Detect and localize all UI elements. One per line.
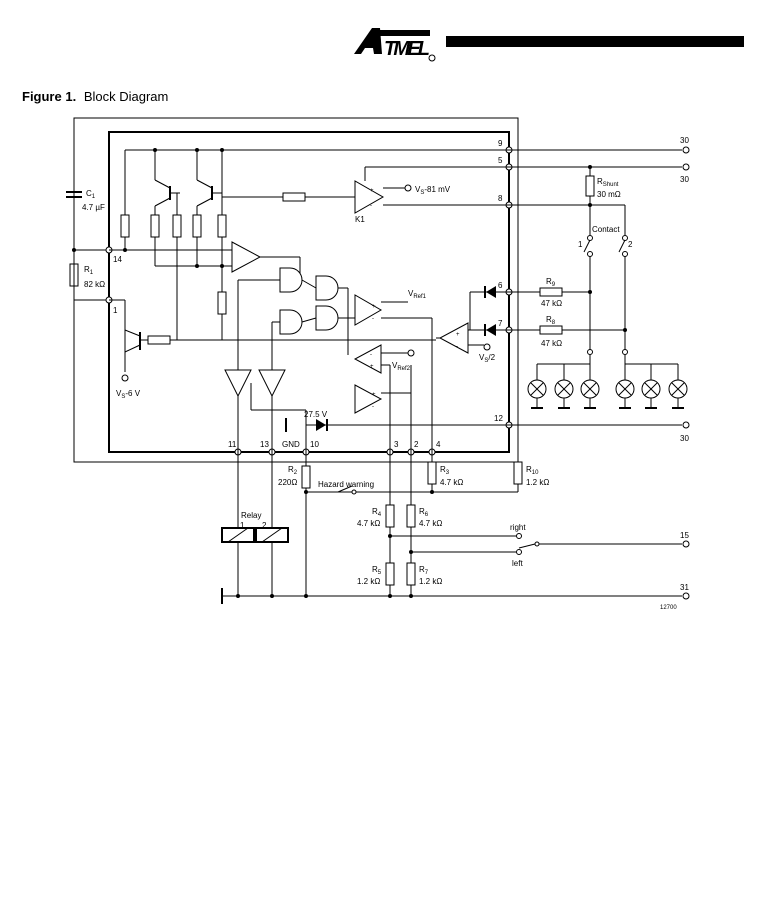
- r10-resistor: [513, 461, 523, 485]
- svg-text:-: -: [372, 316, 374, 322]
- r7-label: R7: [419, 565, 429, 576]
- r2-label: R2: [288, 465, 298, 476]
- pin-9-label: 9: [498, 139, 503, 148]
- r5-value: 1.2 kΩ: [357, 577, 380, 586]
- right-label: right: [510, 523, 526, 532]
- r3-value: 4.7 kΩ: [440, 478, 463, 487]
- svg-text:+: +: [370, 188, 374, 194]
- relay-1-label: 1: [240, 521, 245, 530]
- opamp-main: [231, 241, 262, 273]
- lamp-icon: [615, 379, 635, 399]
- r1-label: R1: [84, 265, 94, 276]
- r8-value: 47 kΩ: [541, 339, 562, 348]
- c1-label: C1: [86, 189, 96, 200]
- zener-label: 27.5 V: [304, 410, 328, 419]
- atmel-logo: TMEL: [354, 28, 436, 62]
- vref2-label: VRef2: [392, 361, 411, 372]
- lamp-icon: [527, 379, 547, 399]
- svg-text:-: -: [456, 344, 458, 350]
- rshunt-resistor: [585, 175, 595, 197]
- r1-value: 82 kΩ: [84, 280, 105, 289]
- r2-value: 220Ω: [278, 478, 297, 487]
- figure-label: Figure 1.: [22, 89, 77, 104]
- pin-13-label: 13: [260, 440, 269, 449]
- c1-value: 4.7 µF: [82, 203, 105, 212]
- pin-10-label: 10: [310, 440, 319, 449]
- rshunt-value: 30 mΩ: [597, 190, 621, 199]
- r8-resistor: [539, 325, 563, 335]
- svg-text:+: +: [372, 392, 376, 398]
- rshunt-label: RShunt: [597, 177, 619, 188]
- r9-resistor: [539, 287, 563, 297]
- r10-label: R10: [526, 465, 539, 476]
- r3-label: R3: [440, 465, 450, 476]
- contact-2-label: 2: [628, 240, 633, 249]
- r2-resistor: [301, 465, 311, 489]
- lamp-icon: [580, 379, 600, 399]
- r6-value: 4.7 kΩ: [419, 519, 442, 528]
- r7-resistor: [406, 562, 416, 586]
- pin-4-label: 4: [436, 440, 441, 449]
- pin-7-label: 7: [498, 319, 503, 328]
- vs6-label: VS-6 V: [116, 389, 141, 400]
- terminal-31: 31: [680, 583, 689, 592]
- contact-1-label: 1: [578, 240, 583, 249]
- ic-boundary: [108, 131, 510, 453]
- r6-resistor: [406, 504, 416, 528]
- figure-title: Block Diagram: [83, 89, 169, 104]
- lamp-icon: [554, 379, 574, 399]
- pin-8-label: 8: [498, 194, 503, 203]
- doc-number: 12700: [660, 605, 677, 611]
- r4-resistor: [385, 504, 395, 528]
- terminal-15: 15: [680, 531, 689, 540]
- r8-label: R8: [546, 315, 556, 326]
- terminal-30b: 30: [680, 175, 689, 184]
- vs81-label: VS-81 mV: [415, 185, 451, 196]
- left-label: left: [512, 559, 523, 568]
- svg-text:+: +: [370, 364, 374, 370]
- r6-label: R6: [419, 507, 429, 518]
- terminal-30a: 30: [680, 136, 689, 145]
- r5-label: R5: [372, 565, 382, 576]
- svg-text:-: -: [370, 352, 372, 358]
- figure-caption: Figure 1. Block Diagram: [22, 89, 168, 104]
- relay-label: Relay: [241, 511, 261, 520]
- r10-value: 1.2 kΩ: [526, 478, 549, 487]
- k1-label: K1: [355, 215, 365, 224]
- r9-value: 47 kΩ: [541, 299, 562, 308]
- hazard-label: Hazard warning: [318, 480, 374, 489]
- contact-label: Contact: [592, 225, 620, 234]
- lamp-icon: [641, 379, 661, 399]
- pin-5-label: 5: [498, 156, 503, 165]
- gnd-label: GND: [282, 440, 300, 449]
- r4-value: 4.7 kΩ: [357, 519, 380, 528]
- lamp-icon: [668, 379, 688, 399]
- pin-14-label: 14: [113, 255, 122, 264]
- pin-6-label: 6: [498, 281, 503, 290]
- r4-label: R4: [372, 507, 382, 518]
- header-bar: [446, 36, 744, 47]
- pin-12-label: 12: [494, 414, 503, 423]
- relay-2-label: 2: [262, 521, 267, 530]
- r3-resistor: [427, 461, 437, 485]
- pin-11-label: 11: [228, 440, 237, 449]
- svg-text:-: -: [372, 404, 374, 410]
- svg-text:TMEL: TMEL: [384, 38, 430, 60]
- vref1-label: VRef1: [408, 289, 427, 300]
- svg-text:+: +: [456, 332, 460, 338]
- svg-text:+: +: [372, 304, 376, 310]
- svg-text:-: -: [370, 203, 372, 209]
- pin-1-label: 1: [113, 306, 118, 315]
- pin-2-label: 2: [414, 440, 419, 449]
- r7-value: 1.2 kΩ: [419, 577, 442, 586]
- r9-label: R9: [546, 277, 556, 288]
- r5-resistor: [385, 562, 395, 586]
- terminal-30c: 30: [680, 434, 689, 443]
- vs2-label: VS/2: [479, 353, 496, 364]
- pin-3-label: 3: [394, 440, 399, 449]
- k1-comparator: [354, 180, 385, 214]
